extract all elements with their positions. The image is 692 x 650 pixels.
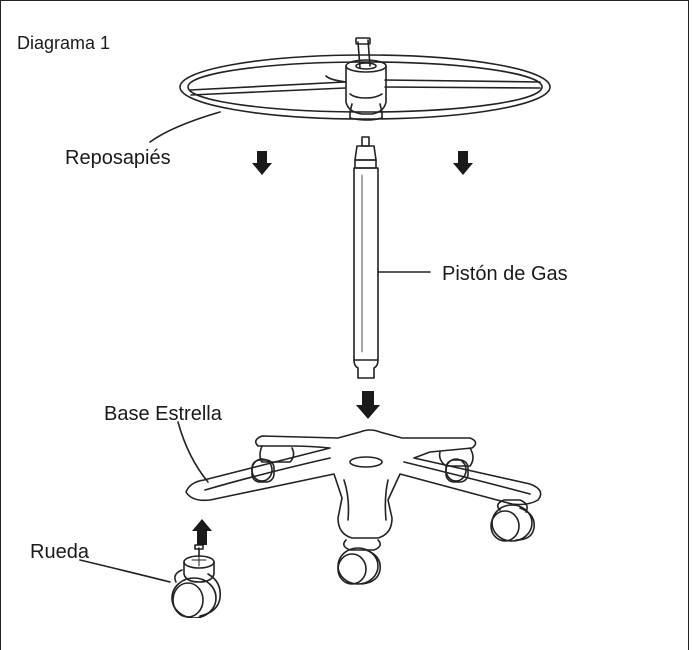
base-leader-line bbox=[177, 421, 209, 483]
star-base-label: Base Estrella bbox=[104, 403, 222, 425]
star-base bbox=[185, 429, 542, 539]
assembly-illustration bbox=[79, 37, 551, 618]
down-arrow-icon bbox=[252, 151, 272, 175]
base-caster-back-left bbox=[251, 458, 275, 483]
base-caster-right bbox=[490, 499, 536, 542]
down-arrow-icon bbox=[356, 391, 380, 419]
footrest-ring bbox=[179, 37, 551, 121]
base-caster-front bbox=[337, 539, 382, 585]
caster-leader-line bbox=[79, 559, 171, 583]
footrest-label: Reposapiés bbox=[65, 147, 171, 169]
gas-piston bbox=[353, 136, 379, 379]
diagram-title: Diagrama 1 bbox=[17, 33, 111, 53]
caster-label: Rueda bbox=[30, 541, 89, 563]
gas-piston-label: Pistón de Gas bbox=[442, 263, 568, 285]
base-caster-back-right bbox=[445, 458, 469, 483]
loose-caster bbox=[171, 544, 222, 618]
down-arrow-icon bbox=[453, 151, 473, 175]
up-arrow-icon bbox=[192, 519, 212, 545]
footrest-leader-line bbox=[149, 111, 221, 143]
